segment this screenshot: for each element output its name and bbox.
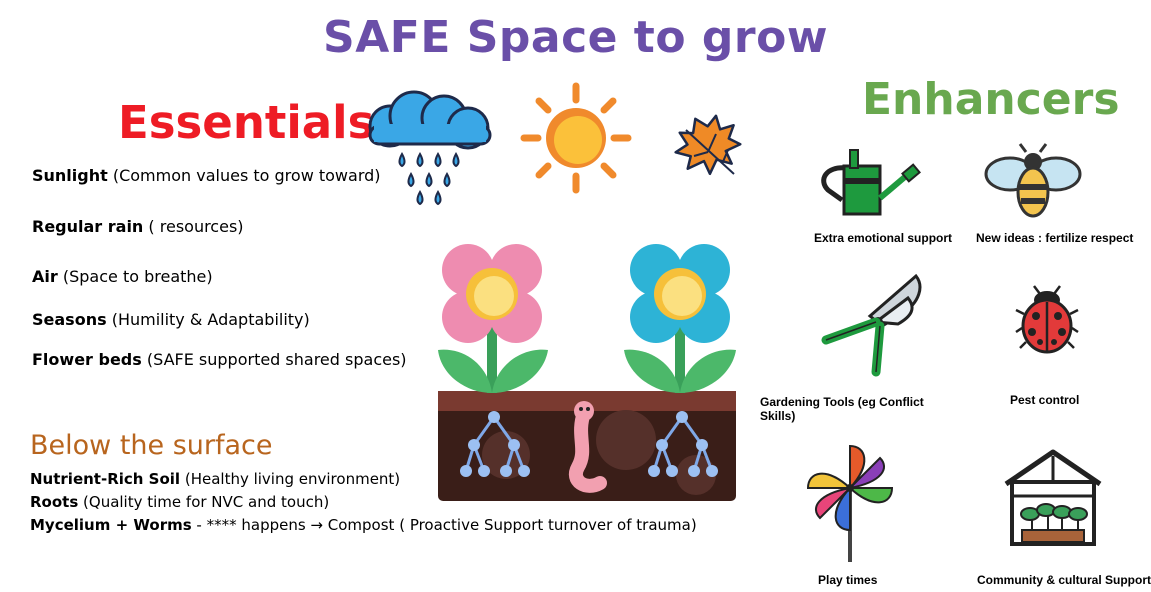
essential-desc: (Humility & Adaptability) (106, 310, 310, 329)
pruning-shears-icon (821, 273, 922, 377)
page-title: SAFE Space to grow (323, 12, 828, 63)
flower-bed-illustration (438, 244, 736, 501)
enhancer-label-play-times: Play times (818, 573, 878, 587)
essential-desc: (Common values to grow toward) (107, 166, 381, 185)
enhancer-label-line: Gardening Tools (eg Conflict (760, 395, 924, 409)
below-surface-heading: Below the surface (30, 430, 273, 461)
below-name: Nutrient-Rich Soil (30, 470, 181, 488)
essential-name: Air (32, 267, 58, 286)
below-name: Roots (30, 493, 79, 511)
enhancer-label-pest-control: Pest control (1010, 393, 1080, 407)
essential-item-flower-beds: Flower beds (SAFE supported shared space… (32, 350, 407, 369)
essential-desc: (SAFE supported shared spaces) (141, 350, 407, 369)
below-desc: (Quality time for NVC and touch) (78, 493, 330, 511)
ladybug-icon (1015, 285, 1079, 354)
watering-can-icon (821, 149, 921, 216)
essential-item-sunlight: Sunlight (Common values to grow toward) (32, 166, 381, 185)
greenhouse-icon (1004, 449, 1102, 546)
rain-cloud-icon (368, 90, 492, 206)
below-name: Mycelium + Worms (30, 516, 192, 534)
essential-name: Sunlight (32, 166, 108, 185)
below-item-roots: Roots (Quality time for NVC and touch) (30, 493, 329, 511)
essential-desc: ( resources) (143, 217, 244, 236)
essential-item-rain: Regular rain ( resources) (32, 217, 244, 236)
bee-icon (984, 143, 1082, 218)
pinwheel-icon (806, 444, 894, 562)
below-desc: - **** happens → Compost ( Proactive Sup… (191, 516, 697, 534)
essential-name: Regular rain (32, 217, 144, 236)
below-item-soil: Nutrient-Rich Soil (Healthy living envir… (30, 470, 400, 488)
essentials-heading: Essentials (118, 96, 375, 149)
enhancers-heading: Enhancers (862, 74, 1120, 125)
essential-desc: (Space to breathe) (57, 267, 213, 286)
below-item-mycelium: Mycelium + Worms - **** happens → Compos… (30, 516, 697, 534)
essential-item-seasons: Seasons (Humility & Adaptability) (32, 310, 310, 329)
enhancer-label-community-support: Community & cultural Support (977, 573, 1151, 587)
enhancer-label-new-ideas: New ideas : fertilize respect (976, 231, 1134, 245)
sun-icon (520, 82, 632, 194)
below-desc: (Healthy living environment) (180, 470, 401, 488)
essential-item-air: Air (Space to breathe) (32, 267, 213, 286)
autumn-leaf-icon (674, 114, 742, 176)
enhancer-label-emotional-support: Extra emotional support (814, 231, 953, 245)
essential-name: Seasons (32, 310, 107, 329)
essential-name: Flower beds (32, 350, 142, 369)
enhancer-label-line: Skills) (760, 409, 796, 423)
